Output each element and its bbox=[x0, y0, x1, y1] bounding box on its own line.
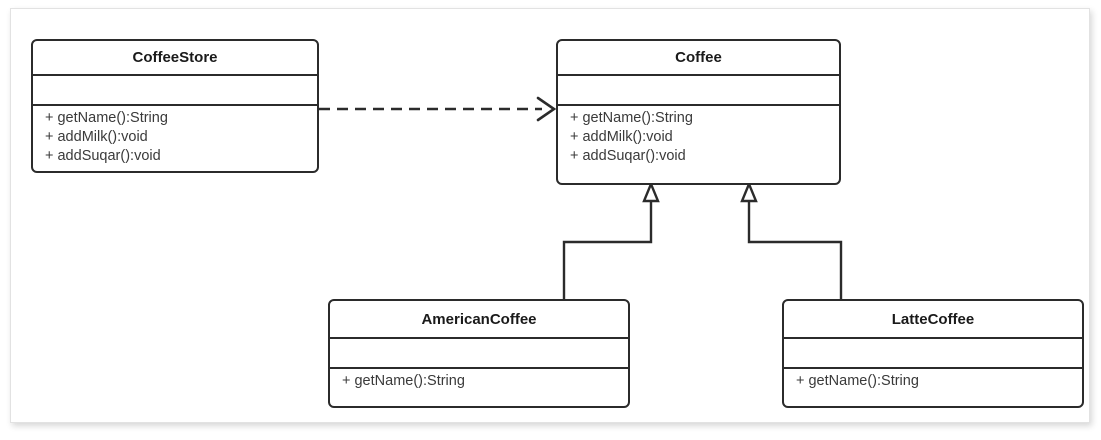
generalization-line-latte bbox=[747, 200, 843, 299]
class-box-coffeestore[interactable]: CoffeeStore + getName():String + addMilk… bbox=[31, 39, 319, 173]
operation-row: + getName():String bbox=[796, 373, 919, 389]
class-name-americancoffee: AmericanCoffee bbox=[421, 310, 537, 328]
class-operations-lattecoffee: + getName():String bbox=[784, 367, 1082, 406]
operation-row: + getName():String bbox=[45, 110, 168, 126]
class-box-coffee[interactable]: Coffee + getName():String + addMilk():vo… bbox=[556, 39, 841, 185]
dependency-coffeestore-coffee bbox=[319, 96, 557, 122]
operation-row: + addMilk():void bbox=[45, 129, 148, 146]
class-name-lattecoffee: LatteCoffee bbox=[891, 310, 975, 328]
generalization-hollow-triangle-american bbox=[642, 180, 660, 203]
operation-row: + addMilk():void bbox=[570, 129, 673, 146]
class-box-lattecoffee[interactable]: LatteCoffee + getName():String bbox=[782, 299, 1084, 408]
class-name-coffee: Coffee bbox=[675, 49, 722, 66]
generalization-line-american bbox=[562, 200, 653, 299]
generalization-hollow-triangle-latte bbox=[740, 180, 758, 203]
dependency-open-arrowhead bbox=[536, 96, 557, 122]
class-attributes-americancoffee bbox=[330, 337, 628, 367]
class-name-coffeestore: CoffeeStore bbox=[132, 49, 218, 66]
generalization-lattecoffee-coffee bbox=[740, 180, 843, 299]
class-operations-coffeestore: + getName():String + addMilk():void + ad… bbox=[33, 104, 317, 170]
diagram-canvas[interactable]: CoffeeStore + getName():String + addMilk… bbox=[10, 8, 1090, 423]
operation-row: + getName():String bbox=[342, 373, 465, 389]
operation-row: + getName():String bbox=[570, 110, 693, 126]
generalization-americancoffee-coffee bbox=[562, 180, 660, 299]
class-operations-americancoffee: + getName():String bbox=[330, 367, 628, 406]
operation-row: + addSuqar():void bbox=[570, 148, 686, 165]
operation-row: + addSuqar():void bbox=[45, 148, 161, 165]
class-attributes-coffeestore bbox=[33, 74, 317, 104]
class-attributes-coffee bbox=[558, 74, 839, 104]
class-operations-coffee: + getName():String + addMilk():void + ad… bbox=[558, 104, 839, 182]
class-attributes-lattecoffee bbox=[784, 337, 1082, 367]
class-box-americancoffee[interactable]: AmericanCoffee + getName():String bbox=[328, 299, 630, 408]
